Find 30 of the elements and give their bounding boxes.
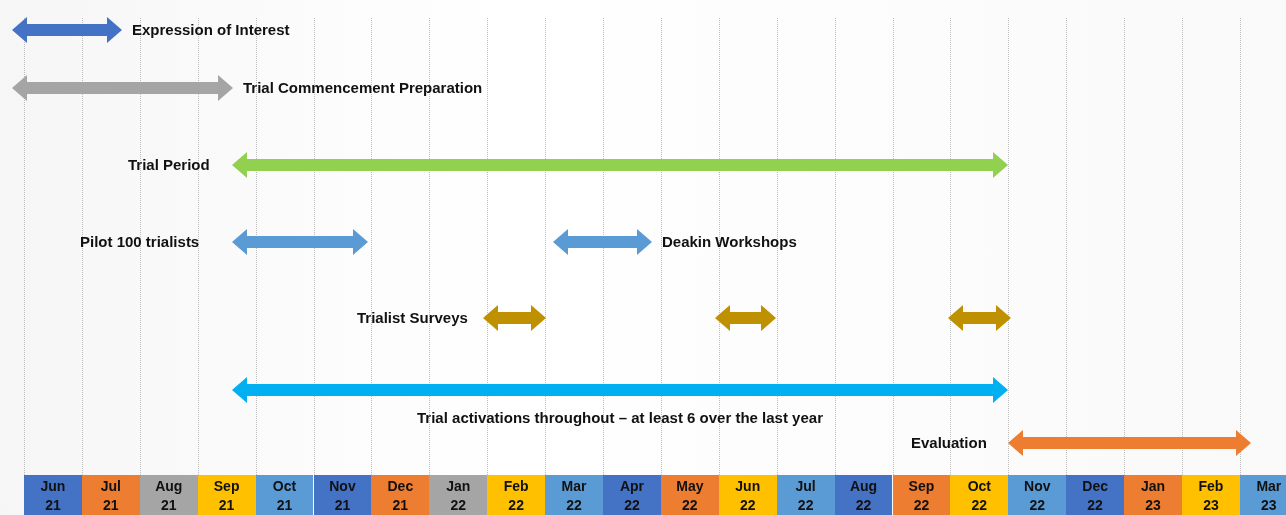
month-header: Jan 22 xyxy=(429,475,488,515)
month-header: Aug 21 xyxy=(139,475,198,515)
month-header: Sep 22 xyxy=(892,475,951,515)
bar-label: Expression of Interest xyxy=(132,21,290,39)
month-header: Sep 21 xyxy=(197,475,256,515)
month-header: Jun 22 xyxy=(718,475,777,515)
bar-label: Trial Commencement Preparation xyxy=(243,79,483,97)
bar-label: Deakin Workshops xyxy=(662,233,797,251)
bar-label: Trial Period xyxy=(128,156,210,174)
month-header: Feb 22 xyxy=(487,475,546,515)
month-header: Jun 21 xyxy=(24,475,82,515)
bar-label: Evaluation xyxy=(911,434,987,452)
month-header: Jul 21 xyxy=(81,475,140,515)
bar-label: Trialist Surveys xyxy=(357,309,468,327)
month-header: Jul 22 xyxy=(776,475,835,515)
month-header: Nov 21 xyxy=(313,475,372,515)
month-header: Aug 22 xyxy=(834,475,893,515)
month-header: Oct 22 xyxy=(950,475,1009,515)
month-header: Mar 23 xyxy=(1239,475,1286,515)
month-header: Mar 22 xyxy=(545,475,603,515)
bar-label: Pilot 100 trialists xyxy=(80,233,200,251)
bar-label: Trial activations throughout – at least 6 over the last year xyxy=(416,409,824,427)
month-header: Dec 22 xyxy=(1066,475,1125,515)
month-header: Jan 23 xyxy=(1124,475,1182,515)
month-header: Oct 21 xyxy=(255,475,314,515)
month-header: May 22 xyxy=(660,475,719,515)
month-header: Dec 21 xyxy=(371,475,430,515)
month-header: Feb 23 xyxy=(1182,475,1240,515)
month-header: Nov 22 xyxy=(1008,475,1067,515)
month-header: Apr 22 xyxy=(603,475,661,515)
